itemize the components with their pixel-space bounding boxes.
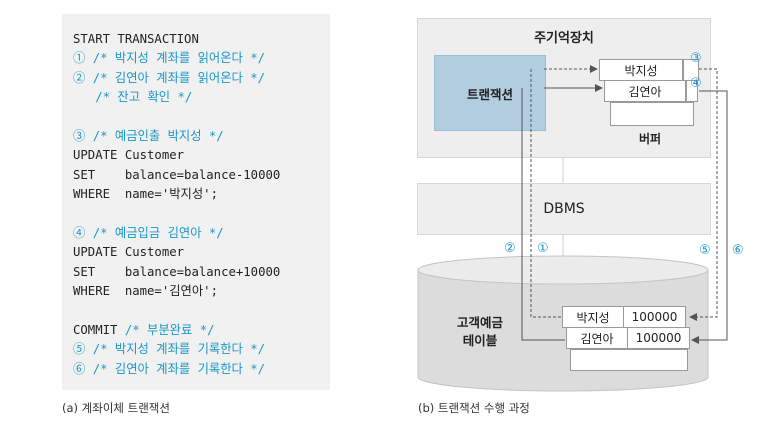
code-line: COMMIT /* 부분완료 */ [73,321,280,340]
arrow-5 [689,68,718,321]
marker-2: ② [504,241,516,256]
table-row-2-balance: 100000 [627,327,690,349]
marker-6: ⑥ [732,243,744,258]
table-row-1-name: 박지성 [562,306,624,328]
code-comment: /* 부분완료 */ [124,322,215,337]
buffer-back-row [610,102,694,126]
marker-5: ⑤ [699,243,711,258]
buffer-row-1: 박지성 [599,59,683,81]
code-comment-line: ⑤ /* 박지성 계좌를 기록한다 */ [73,342,266,357]
table-row-1-balance: 100000 [623,306,686,328]
code-comment-line: ① /* 박지성 계좌를 읽어온다 */ [73,51,266,66]
arrow-6 [691,90,728,344]
buffer-label: 버퍼 [638,132,662,146]
code-line: START TRANSACTION [73,32,199,46]
code-comment-line: ⑥ /* 김연아 계좌를 기록한다 */ [73,361,266,376]
caption-a: (a) 계좌이체 트랜잭션 [62,401,170,415]
code-line: SET balance=balance+10000 [73,264,281,279]
customer-table-label-line2: 테이블 [462,333,498,348]
customer-table-label-line1: 고객예금 [456,315,503,330]
arrow-1 [530,69,561,318]
code-line: WHERE name='김연아'; [73,284,218,299]
caption-b: (b) 트랜잭션 수행 과정 [418,401,530,415]
code-line: UPDATE Customer [73,148,185,163]
main-memory-title: 주기억장치 [534,31,594,46]
code-comment-line: /* 잔고 확인 */ [73,90,193,105]
dbms-box: DBMS [417,183,711,235]
buffer-side-cell-top [683,59,699,81]
code-keyword: COMMIT [73,322,125,337]
code-comment-line: ② /* 김연아 계좌를 읽어온다 */ [73,70,266,85]
code-comment-line: ④ /* 예금입금 김연아 */ [73,225,224,240]
marker-1: ① [537,241,549,256]
code-line: SET balance=balance-10000 [73,167,281,182]
table-back-row [570,349,688,371]
code-line: WHERE name='박지성'; [73,187,218,202]
customer-table-label: 고객예금 테이블 [443,314,517,350]
code-comment-line: ③ /* 예금인출 박지성 */ [73,128,224,143]
code-listing: START TRANSACTION ① /* 박지성 계좌를 읽어온다 */ ② /… [73,30,280,379]
code-panel: START TRANSACTION ① /* 박지성 계좌를 읽어온다 */ ② /… [62,14,330,390]
marker-4: ④ [690,76,702,91]
transaction-box: 트랜잭션 [434,55,546,131]
marker-3: ③ [690,51,702,66]
arrow-2 [521,88,565,341]
code-line: UPDATE Customer [73,245,185,260]
